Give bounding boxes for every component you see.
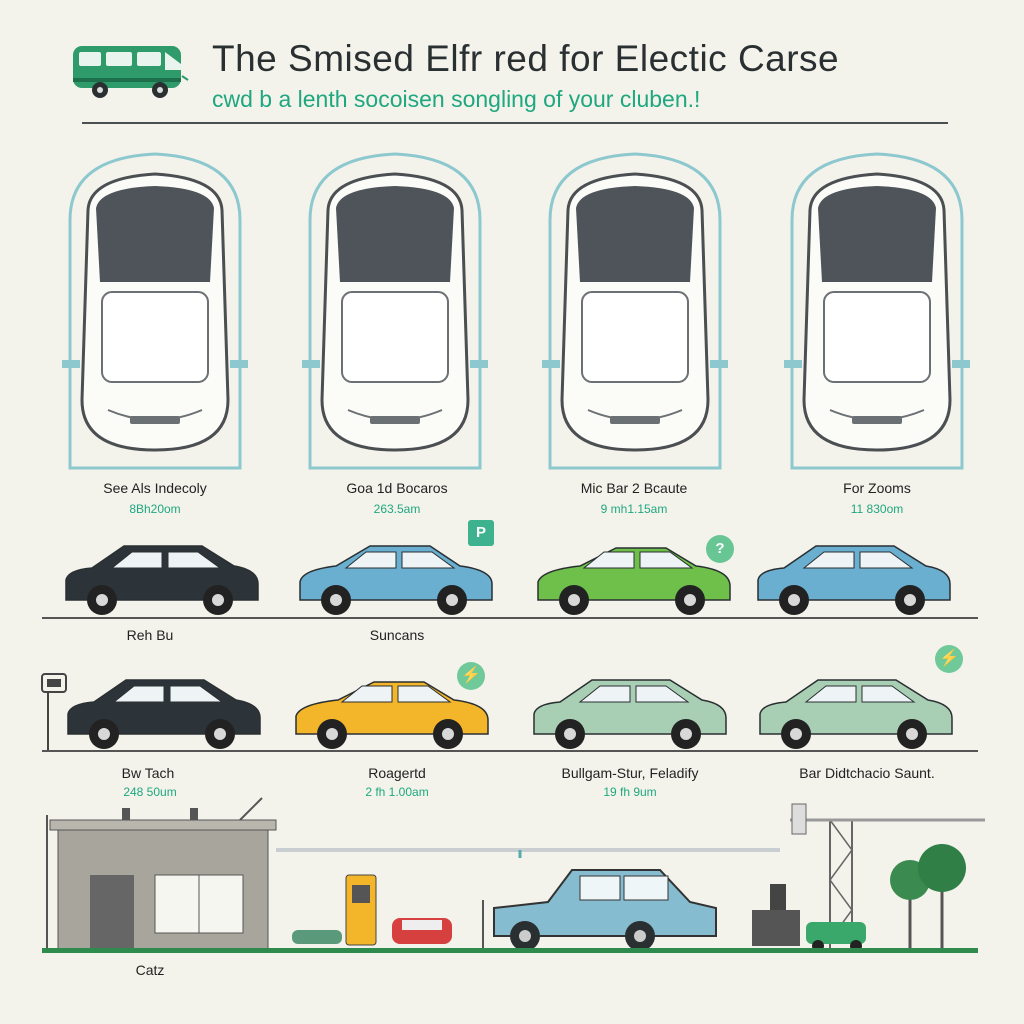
- row1-road-line: [42, 617, 978, 619]
- charge-bolt-icon-1: ⚡: [457, 662, 485, 690]
- header-logo: [70, 40, 190, 104]
- station-label: Catz: [135, 962, 165, 978]
- topview-sub-4: 11 830om: [850, 502, 904, 516]
- topview-sub-1: 8Bh20om: [129, 502, 181, 516]
- row1-car-2: [299, 545, 493, 615]
- header-divider: [82, 122, 948, 124]
- row2-car-4: [759, 679, 953, 749]
- row2-sub-2: 2 fh 1.00am: [365, 785, 429, 799]
- row2-car-3: [533, 679, 727, 749]
- row2-label-3: Bullgam-Stur, Feladify: [561, 765, 699, 781]
- topview-car-3: [542, 152, 728, 470]
- row1-label-2: Suncans: [369, 627, 425, 643]
- row2-road-line: [42, 750, 978, 752]
- row2-label-2: Roagertd: [368, 765, 426, 781]
- charge-bolt-icon-2: ⚡: [935, 645, 963, 673]
- camper-van-icon: [73, 46, 189, 98]
- topview-car-4: [784, 152, 970, 470]
- page-title: The Smised Elfr red for Electic Carse: [212, 38, 840, 79]
- topview-car-1: [62, 152, 248, 470]
- row2-label-4: Bar Didtchacio Saunt.: [799, 765, 935, 781]
- topview-label-3: Mic Bar 2 Bcaute: [580, 480, 688, 496]
- page-subtitle: cwd b a lenth socoisen songling of your …: [212, 86, 701, 112]
- topview-label-1: See Als Indecoly: [103, 480, 207, 496]
- row1-label-1: Reh Bu: [126, 627, 174, 643]
- topview-car-2: [302, 152, 488, 470]
- row2-car-2: [295, 681, 489, 749]
- charger-post-icon: [40, 672, 68, 752]
- row1-car-4: [757, 545, 951, 615]
- row1-car-3: [537, 547, 731, 615]
- topview-label-4: For Zooms: [843, 480, 911, 496]
- topview-sub-2: 263.5am: [373, 502, 421, 516]
- row2-label-1: Bw Tach: [121, 765, 175, 781]
- row2-car-1: [67, 679, 261, 749]
- row2-sub-1: 248 50um: [123, 785, 177, 799]
- ground-strip: [42, 948, 978, 953]
- row2-sub-3: 19 fh 9um: [603, 785, 657, 799]
- charging-station-scene: [0, 790, 1024, 960]
- topview-label-2: Goa 1d Bocaros: [346, 480, 448, 496]
- parking-p-icon: P: [468, 520, 494, 546]
- charge-badge-icon: ?: [706, 535, 734, 563]
- row1-car-1: [65, 545, 259, 615]
- topview-sub-3: 9 mh1.15am: [600, 502, 668, 516]
